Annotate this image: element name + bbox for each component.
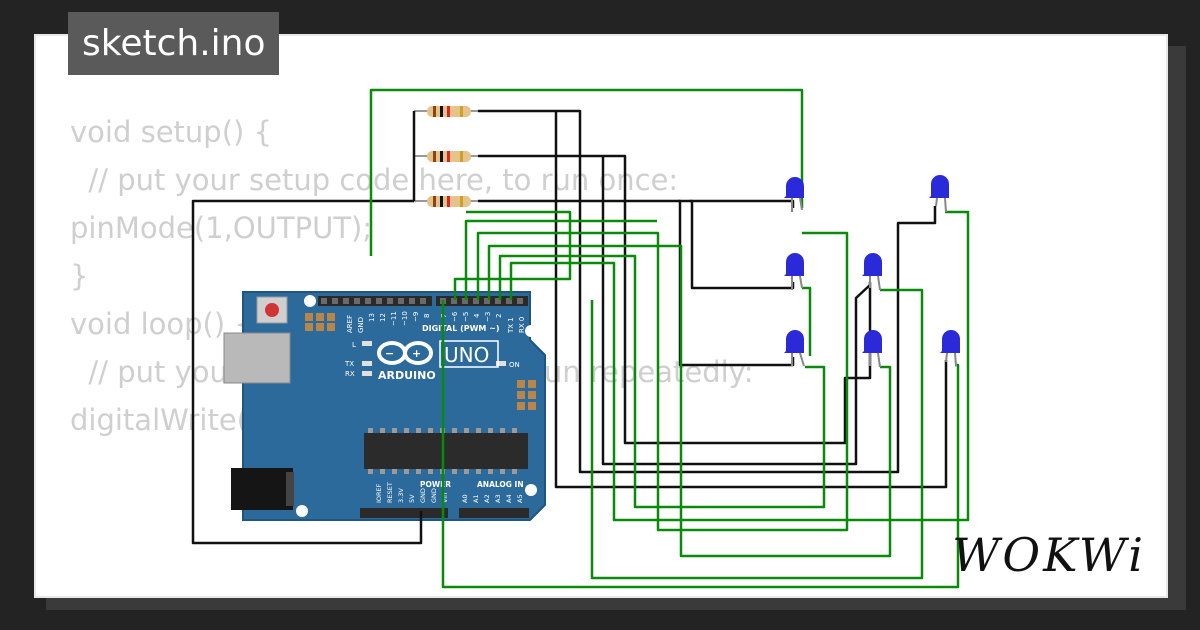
pin-label: A3 <box>494 494 502 503</box>
board-brand: ARDUINO <box>378 369 436 382</box>
file-tab[interactable]: sketch.ino <box>68 12 280 75</box>
header-analog <box>459 508 529 518</box>
preview-card: void setup() { // put your setup code he… <box>34 34 1168 598</box>
pin-label: ~10 <box>401 311 409 326</box>
led-rx <box>362 371 372 376</box>
led-on-label: ON <box>509 361 520 369</box>
pin-label: 12 <box>379 313 387 322</box>
pin-label: ~5 <box>462 312 470 322</box>
pin-label: ~3 <box>484 312 492 322</box>
pin-label: 13 <box>368 313 376 322</box>
header-digital-left <box>318 296 432 306</box>
svg-text:−: − <box>385 347 394 360</box>
pin-label: A0 <box>461 494 469 503</box>
pin-label: A4 <box>505 494 513 503</box>
pin-label: 8 <box>423 314 431 318</box>
pin-label: ~6 <box>451 311 459 322</box>
green-wires[interactable] <box>369 88 970 589</box>
pin-label: TX 1 <box>507 317 515 334</box>
code-line: } <box>70 259 89 293</box>
pin-label: RESET <box>386 482 394 503</box>
led-blue[interactable] <box>940 330 960 367</box>
pin-label: 4 <box>473 313 481 318</box>
led-tx <box>362 361 372 366</box>
led-blue[interactable] <box>784 253 804 290</box>
resistor[interactable] <box>414 196 478 207</box>
pin-label: 5V <box>408 494 416 503</box>
resistor[interactable] <box>414 151 478 162</box>
code-line: pinMode(1,OUTPUT); <box>70 211 373 245</box>
pin-label: 2 <box>495 314 503 318</box>
pin-label: GND <box>430 488 438 503</box>
led-l-label: L <box>352 341 356 349</box>
pin-label: A2 <box>483 494 491 503</box>
led-tx-label: TX <box>344 360 354 368</box>
pin-label: GND <box>419 488 427 503</box>
code-line: // put your setup code here, to run once… <box>70 163 679 197</box>
power-header-label: POWER <box>420 480 451 489</box>
header-digital-right <box>436 296 528 306</box>
pin-label: Vin <box>441 493 449 503</box>
microcontroller-chip <box>364 433 528 469</box>
power-jack <box>231 468 293 510</box>
pin-label: ~9 <box>412 312 420 322</box>
analog-header-label: ANALOG IN <box>477 480 524 489</box>
resistor[interactable] <box>414 106 478 117</box>
arduino-uno-board[interactable]: AREF GND 13 12 ~11 ~10 ~9 8 7 ~6 ~5 4 ~3… <box>223 291 546 521</box>
code-line: void setup() { <box>70 115 272 149</box>
usb-port <box>223 332 291 384</box>
pin-label: AREF <box>346 315 354 333</box>
pin-label: A1 <box>472 494 480 503</box>
svg-text:+: + <box>412 347 421 360</box>
led-blue[interactable] <box>929 175 949 213</box>
led-blue[interactable] <box>784 177 804 212</box>
board-model: UNO <box>444 343 489 367</box>
led-rx-label: RX <box>345 370 355 378</box>
arduino-logo-icon <box>377 341 433 365</box>
led-blue[interactable] <box>862 253 882 291</box>
pin-label: GND <box>357 317 365 333</box>
led-on <box>496 361 506 366</box>
header-power <box>360 508 448 518</box>
led-blue[interactable] <box>784 330 805 367</box>
digital-header-label: DIGITAL (PWM ~) <box>422 324 500 333</box>
pin-label: 3.3V <box>397 488 405 503</box>
pin-label: ~11 <box>390 311 398 326</box>
pin-label: IOREF <box>375 483 383 503</box>
led-blue[interactable] <box>862 330 882 368</box>
wokwi-logo: WOKWi <box>952 528 1146 582</box>
led-l <box>362 341 372 346</box>
pin-label: RX 0 <box>518 317 526 333</box>
pin-label: A5 <box>516 494 524 503</box>
